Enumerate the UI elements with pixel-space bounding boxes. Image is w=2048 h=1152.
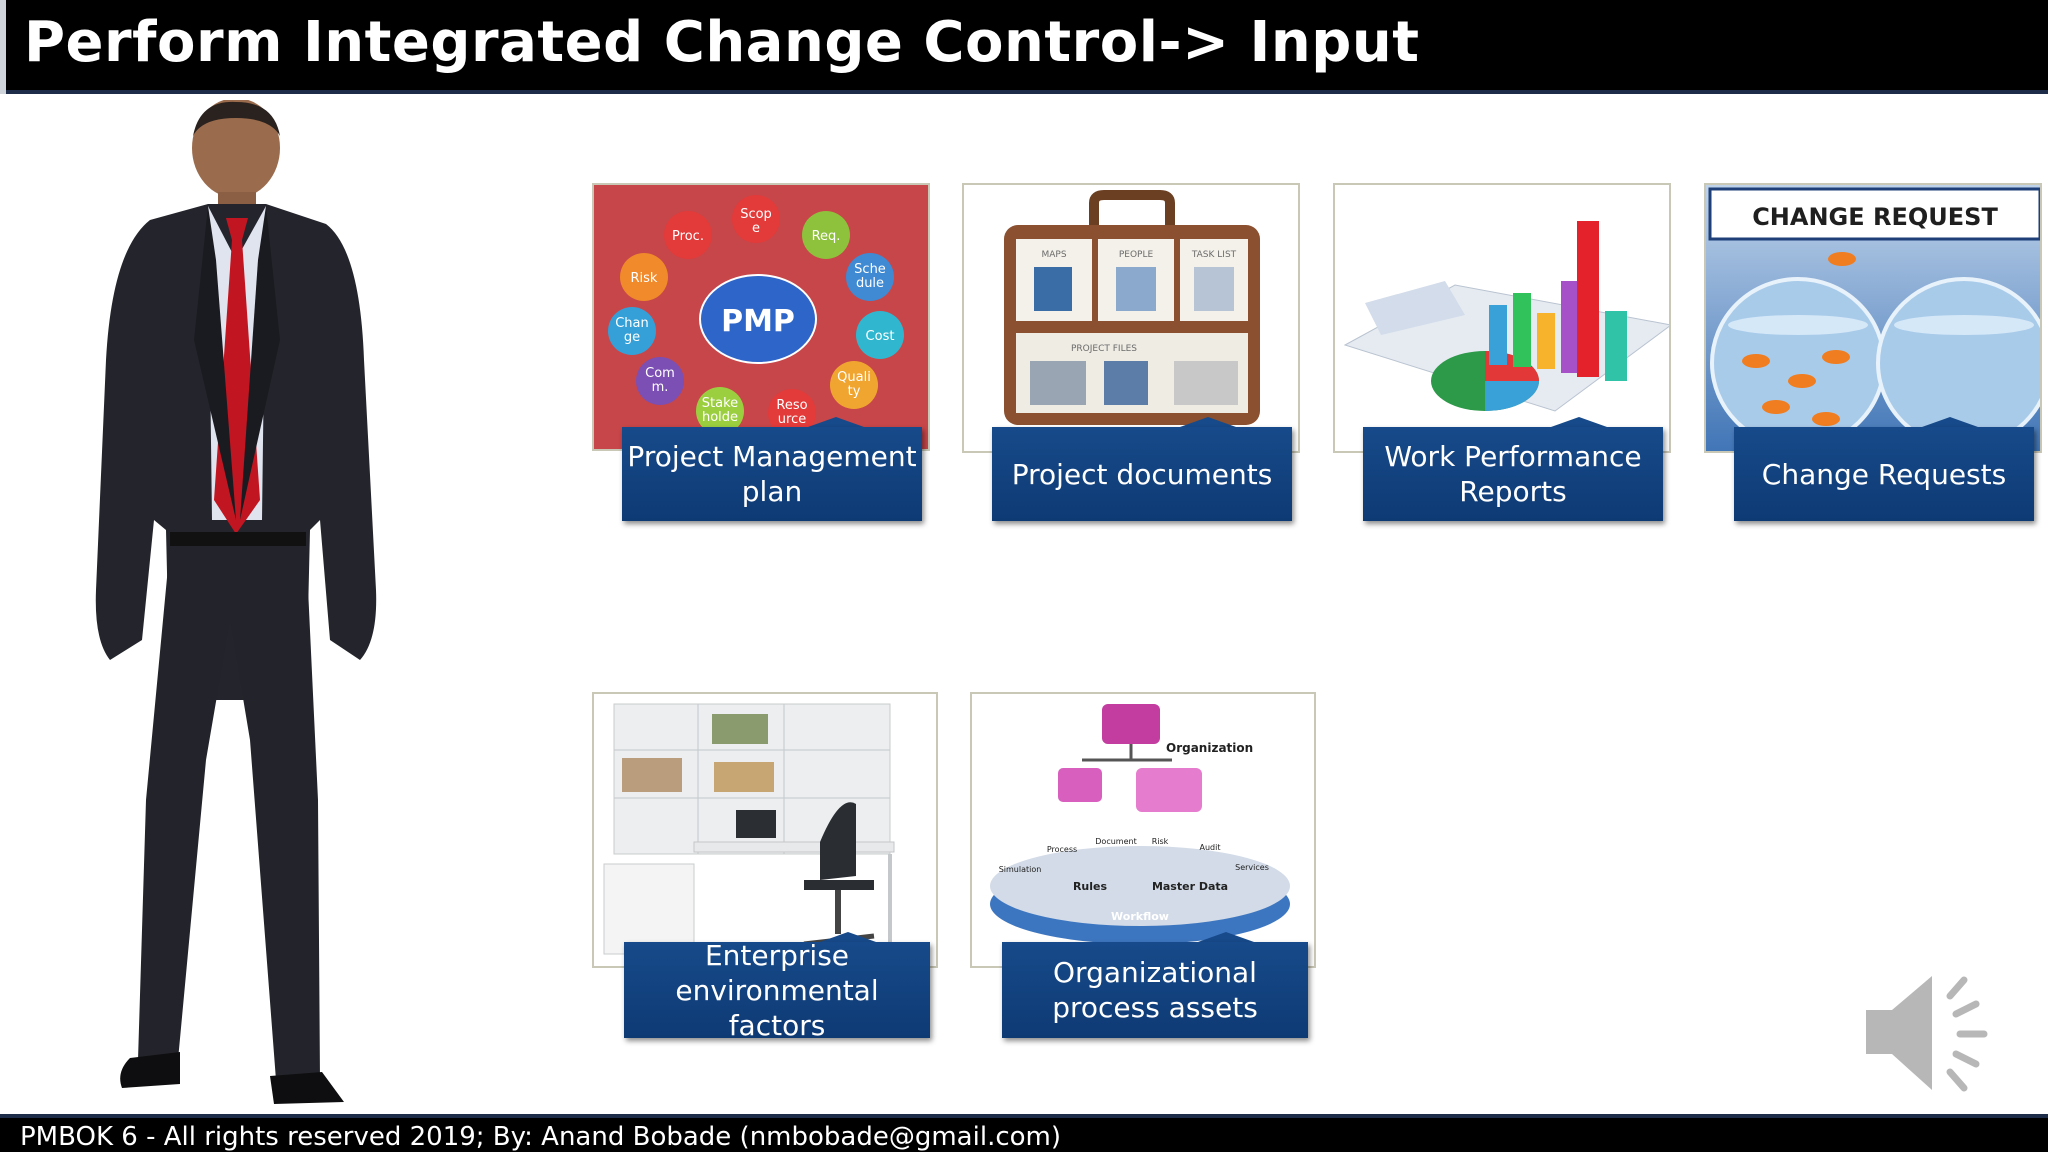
svg-text:Stake: Stake: [702, 396, 738, 411]
input-card-project-documents[interactable]: MAPS PEOPLE TASK LIST PROJECT FILES Proj…: [962, 183, 1302, 523]
svg-text:Com: Com: [645, 366, 675, 381]
charts-image: [1333, 183, 1671, 453]
office-furniture-image: [592, 692, 938, 968]
footer-copyright: PMBOK 6 - All rights reserved 2019; By: …: [20, 1122, 1062, 1152]
svg-text:Cost: Cost: [866, 329, 895, 344]
slide-title: Perform Integrated Change Control-> Inpu…: [24, 10, 1420, 75]
input-label: Project Management plan: [622, 427, 922, 521]
svg-text:PROJECT FILES: PROJECT FILES: [1071, 344, 1137, 354]
svg-text:Quali: Quali: [837, 370, 871, 385]
label-notch: [1551, 417, 1607, 427]
svg-text:ge: ge: [624, 330, 640, 345]
svg-text:Services: Services: [1235, 863, 1269, 872]
svg-text:Process: Process: [1047, 845, 1077, 854]
input-label: Change Requests: [1734, 427, 2034, 521]
presenter-image: [95, 100, 377, 1104]
title-accent: [0, 0, 6, 94]
svg-text:Document: Document: [1095, 837, 1136, 846]
speaker-icon[interactable]: [1864, 970, 2004, 1095]
svg-text:TASK LIST: TASK LIST: [1191, 250, 1237, 260]
input-card-enterprise-environmental-factors[interactable]: Enterprise environmental factors: [592, 692, 940, 1042]
label-notch: [1198, 932, 1254, 942]
input-card-work-performance-reports[interactable]: Work Performance Reports: [1333, 183, 1673, 523]
input-label: Enterprise environmental factors: [624, 939, 930, 1042]
fish-bowls-image: CHANGE REQUEST: [1704, 183, 2042, 453]
input-label: Project documents: [992, 427, 1292, 521]
svg-text:ty: ty: [848, 384, 861, 399]
svg-text:m.: m.: [652, 380, 669, 395]
svg-text:Proc.: Proc.: [672, 229, 704, 244]
svg-text:urce: urce: [778, 412, 806, 427]
briefcase-icon: MAPS PEOPLE TASK LIST PROJECT FILES: [962, 183, 1300, 453]
svg-text:Risk: Risk: [631, 271, 658, 286]
svg-text:Rules: Rules: [1073, 880, 1108, 893]
input-card-organizational-process-assets[interactable]: Organization Process Document Risk Audit…: [970, 692, 1318, 1040]
svg-text:Organization: Organization: [1166, 741, 1253, 755]
svg-text:Sche: Sche: [854, 262, 886, 277]
svg-text:e: e: [752, 221, 760, 236]
svg-text:Scop: Scop: [740, 207, 772, 222]
footer-bar: PMBOK 6 - All rights reserved 2019; By: …: [0, 1114, 2048, 1152]
title-bar: Perform Integrated Change Control-> Inpu…: [0, 0, 2048, 94]
svg-text:PEOPLE: PEOPLE: [1119, 250, 1154, 260]
svg-text:Risk: Risk: [1152, 837, 1169, 846]
svg-text:Audit: Audit: [1200, 843, 1221, 852]
label-notch: [820, 932, 876, 942]
org-process-image: Organization Process Document Risk Audit…: [970, 692, 1316, 968]
svg-text:holde: holde: [702, 410, 738, 425]
svg-text:Master Data: Master Data: [1152, 880, 1228, 893]
svg-text:Chan: Chan: [615, 316, 649, 331]
svg-text:MAPS: MAPS: [1041, 250, 1066, 260]
svg-text:Reso: Reso: [776, 398, 807, 413]
svg-text:PMP: PMP: [721, 304, 795, 339]
label-notch: [1180, 417, 1236, 427]
input-label: Work Performance Reports: [1363, 427, 1663, 521]
svg-text:CHANGE REQUEST: CHANGE REQUEST: [1752, 203, 1998, 231]
svg-text:Req.: Req.: [812, 229, 841, 244]
input-card-change-requests[interactable]: CHANGE REQUEST Change Requests: [1704, 183, 2044, 523]
svg-text:Simulation: Simulation: [999, 865, 1042, 874]
label-notch: [1922, 417, 1978, 427]
svg-text:Workflow: Workflow: [1111, 910, 1169, 923]
svg-text:dule: dule: [856, 276, 884, 291]
input-label: Organizational process assets: [1002, 942, 1308, 1038]
label-notch: [808, 417, 864, 427]
